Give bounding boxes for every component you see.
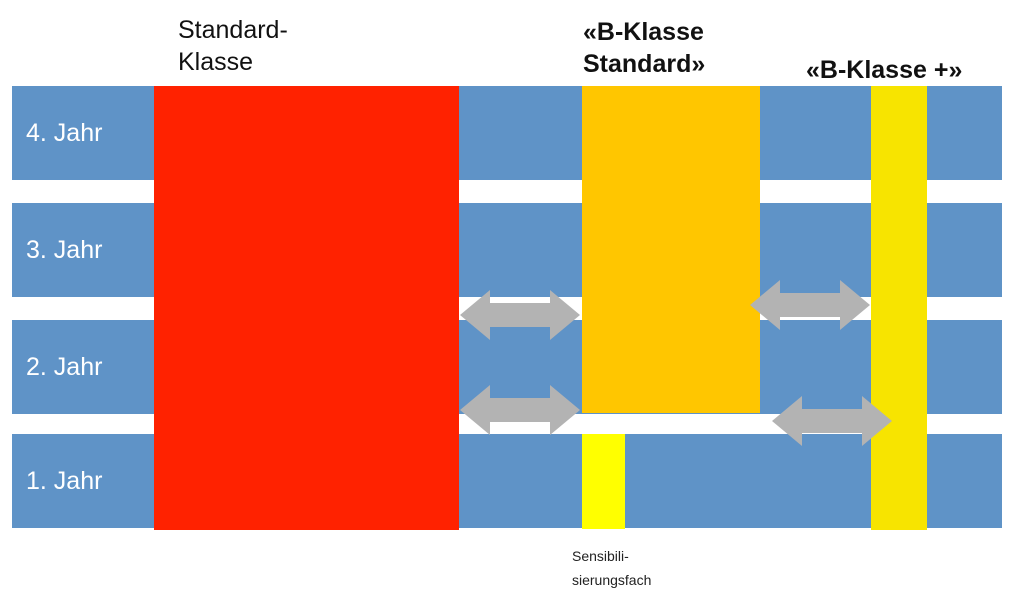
double-arrow-icon bbox=[460, 385, 580, 435]
sensibilisierung-label: Sensibili- sierungsfach bbox=[572, 544, 651, 592]
note-line: sierungsfach bbox=[572, 572, 652, 588]
b-class-standard-title: «B-Klasse Standard» bbox=[583, 16, 705, 80]
b-class-plus-title: «B-Klasse +» bbox=[806, 56, 963, 84]
row-label: 2. Jahr bbox=[26, 353, 103, 381]
row-label: 4. Jahr bbox=[26, 119, 103, 147]
b-class-standard-block bbox=[582, 86, 760, 413]
double-arrow-icon bbox=[750, 280, 870, 330]
b-class-plus-block bbox=[871, 86, 927, 530]
double-arrow-icon bbox=[460, 290, 580, 340]
title-line: Standard- bbox=[178, 16, 288, 44]
row-label: 3. Jahr bbox=[26, 236, 103, 264]
double-arrow-icon bbox=[772, 396, 892, 446]
row-label: 1. Jahr bbox=[26, 467, 103, 495]
sensibilisierung-block bbox=[582, 434, 625, 529]
standard-class-block bbox=[154, 86, 459, 530]
standard-class-title: Standard- Klasse bbox=[178, 14, 288, 78]
title-line: Standard» bbox=[583, 50, 706, 78]
title-line: «B-Klasse bbox=[583, 18, 704, 46]
title-line: Klasse bbox=[178, 48, 254, 76]
note-line: Sensibili- bbox=[572, 548, 629, 564]
